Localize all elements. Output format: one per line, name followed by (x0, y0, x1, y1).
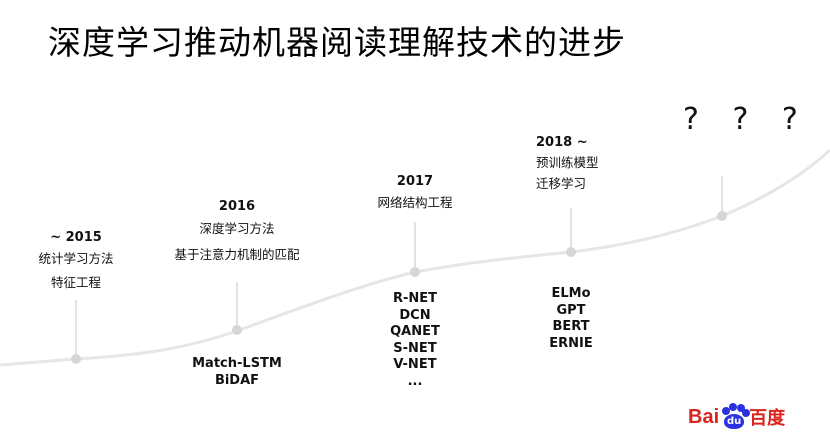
logo-chinese: 百度 (749, 408, 786, 429)
stage-desc: 统计学习方法 (38, 251, 114, 266)
future-question-marks: ? ? ? (683, 102, 810, 137)
model-name: BiDAF (214, 372, 260, 388)
model-name: V-NET (393, 357, 437, 372)
paw-icon: du (719, 403, 751, 431)
model-name: Match-LSTM (192, 356, 282, 371)
model-name: QANET (390, 324, 440, 339)
node-2017 (410, 267, 420, 277)
node-2016 (232, 325, 242, 335)
paw-text: du (724, 414, 745, 429)
models-2017: R-NET DCN QANET S-NET V-NET ... (375, 291, 455, 390)
models-2016: Match-LSTM BiDAF (177, 356, 297, 389)
stage-year: 2017 (396, 174, 434, 189)
stage-2016: 2016 深度学习方法 基于注意力机制的匹配 (157, 198, 317, 268)
node-2018 (566, 247, 576, 257)
stage-2015: ~ 2015 统计学习方法 特征工程 (16, 229, 136, 295)
logo-latin: Bai (688, 405, 720, 428)
model-name: R-NET (392, 291, 438, 306)
model-name: BERT (552, 319, 590, 334)
stage-desc: 深度学习方法 (199, 221, 275, 236)
stage-desc: 特征工程 (50, 275, 101, 290)
stage-desc: 预训练模型 (536, 155, 599, 170)
stage-year: 2016 (218, 199, 256, 214)
stage-desc: 迁移学习 (536, 176, 587, 191)
stage-year: 2018 ~ (536, 135, 588, 150)
model-name: GPT (556, 302, 586, 318)
stage-2018: 2018 ~ 预训练模型 迁移学习 (536, 134, 599, 194)
model-name: ... (407, 373, 423, 389)
models-2018: ELMo GPT BERT ERNIE (531, 286, 611, 352)
model-name: S-NET (393, 340, 437, 356)
stage-2017: 2017 网络结构工程 (355, 173, 475, 215)
model-name: ERNIE (549, 335, 593, 351)
stage-year: ~ 2015 (50, 230, 102, 245)
node-future (717, 211, 727, 221)
model-name: DCN (399, 307, 431, 323)
node-2015 (71, 354, 81, 364)
model-name: ELMo (551, 286, 591, 301)
stage-desc: 网络结构工程 (377, 195, 453, 210)
stage-desc: 基于注意力机制的匹配 (174, 247, 300, 262)
baidu-logo: Bai du 百度 (688, 403, 785, 431)
slide-title: 深度学习推动机器阅读理解技术的进步 (48, 23, 626, 62)
